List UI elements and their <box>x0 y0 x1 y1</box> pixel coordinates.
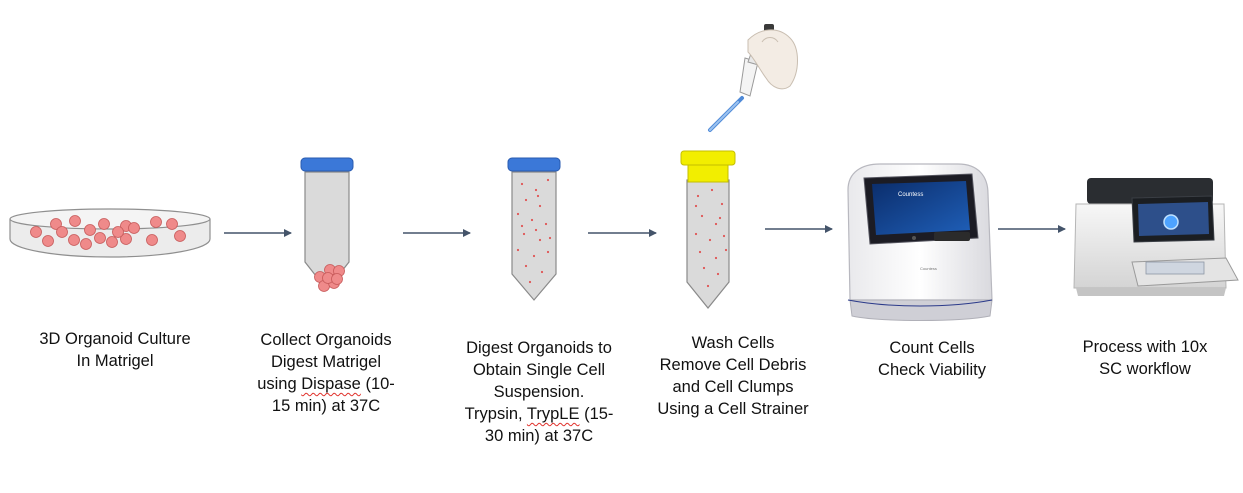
single-cell <box>706 284 710 288</box>
single-cell <box>710 188 714 192</box>
pipette-icon <box>708 24 798 132</box>
step-caption-process-10x: Process with 10x SC workflow <box>1082 338 1208 378</box>
petri-dish-icon <box>9 208 211 258</box>
organoid <box>146 234 158 246</box>
organoid <box>331 273 343 285</box>
organoid <box>120 233 132 245</box>
organoid <box>150 216 162 228</box>
single-cell <box>694 204 698 208</box>
chromium-controller-icon <box>1073 178 1239 296</box>
organoid <box>174 230 186 242</box>
organoid <box>80 238 92 250</box>
single-cell <box>714 256 718 260</box>
organoid <box>166 218 178 230</box>
single-cell <box>548 236 552 240</box>
step-caption-digest-organoids: Digest Organoids to Obtain Single Cell S… <box>464 339 614 445</box>
single-cell <box>536 194 540 198</box>
single-cell <box>546 178 550 182</box>
cell-counter-icon: Countess Countess <box>847 163 993 321</box>
single-cell <box>718 216 722 220</box>
single-cell <box>722 234 726 238</box>
organoid <box>42 235 54 247</box>
single-cell <box>716 272 720 276</box>
organoid <box>98 218 110 230</box>
single-cell <box>520 224 524 228</box>
single-cell <box>530 218 534 222</box>
single-cell <box>724 248 728 252</box>
tube-with-single-cells-icon <box>507 157 561 301</box>
single-cell <box>702 266 706 270</box>
single-cell <box>524 198 528 202</box>
organoid <box>84 224 96 236</box>
single-cell <box>538 238 542 242</box>
single-cell <box>708 238 712 242</box>
organoid <box>128 222 140 234</box>
single-cell <box>528 280 532 284</box>
tube-with-organoids-icon <box>300 157 354 292</box>
single-cell <box>516 248 520 252</box>
step-caption-collect-organoids: Collect Organoids Digest Matrigel using … <box>257 331 395 415</box>
step-caption-count-cells: Count Cells Check Viability <box>878 339 986 379</box>
counter-screen-label: Countess <box>898 192 923 198</box>
counter-body-label: Countess <box>920 266 937 271</box>
single-cell <box>520 182 524 186</box>
step-caption-wash-cells: Wash Cells Remove Cell Debris and Cell C… <box>657 334 809 418</box>
single-cell <box>696 194 700 198</box>
single-cell <box>714 222 718 226</box>
organoid <box>30 226 42 238</box>
organoid <box>94 232 106 244</box>
single-cell <box>532 254 536 258</box>
single-cell <box>538 204 542 208</box>
organoid <box>106 236 118 248</box>
organoid <box>50 218 62 230</box>
organoid <box>56 226 68 238</box>
single-cell <box>720 202 724 206</box>
step-caption-organoid-culture: 3D Organoid Culture In Matrigel <box>39 330 191 370</box>
single-cell <box>540 270 544 274</box>
organoid <box>69 215 81 227</box>
single-cell <box>534 228 538 232</box>
single-cell <box>544 222 548 226</box>
single-cell <box>524 264 528 268</box>
organoid <box>68 234 80 246</box>
single-cell <box>522 232 526 236</box>
single-cell <box>694 232 698 236</box>
single-cell <box>516 212 520 216</box>
tube-with-cell-strainer-icon <box>680 150 736 309</box>
single-cell <box>534 188 538 192</box>
organoid <box>112 226 124 238</box>
single-cell <box>698 250 702 254</box>
single-cell <box>700 214 704 218</box>
single-cell <box>546 250 550 254</box>
